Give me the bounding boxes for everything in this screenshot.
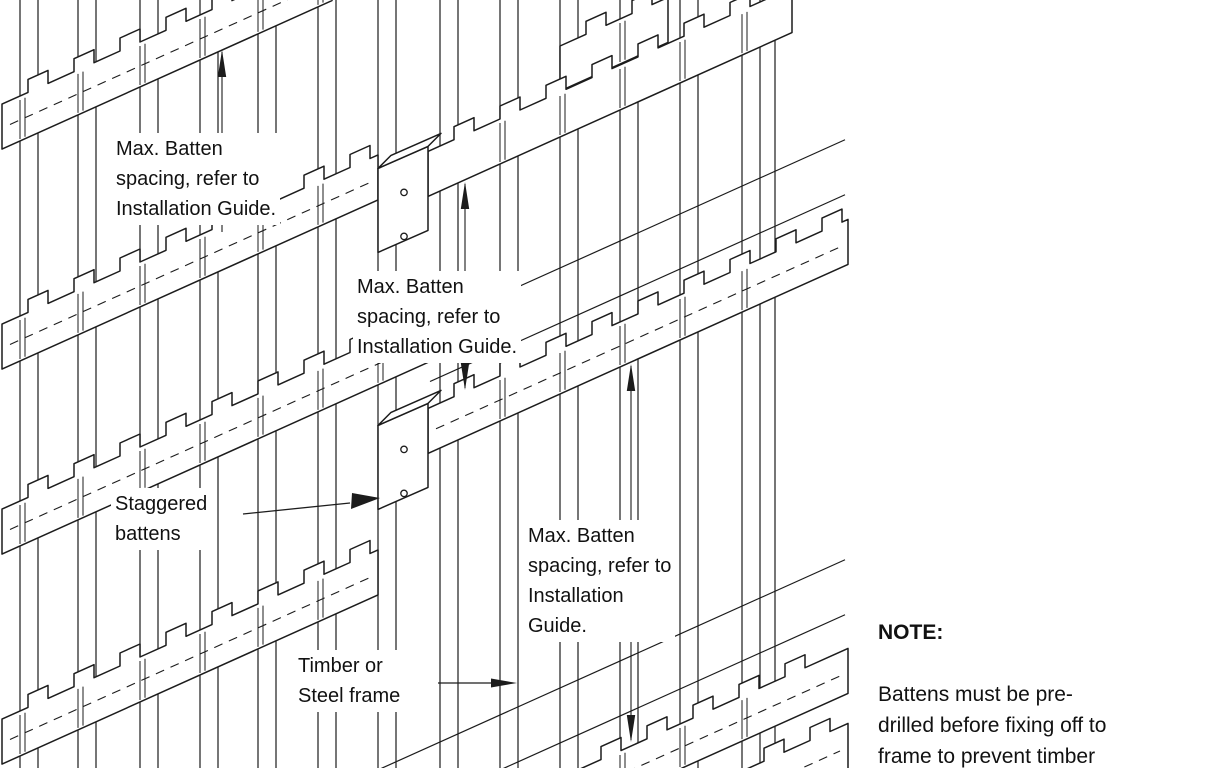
arrow-down-icon <box>626 715 636 742</box>
pre-drilled-hole <box>400 445 408 454</box>
note-heading: NOTE: <box>878 621 944 644</box>
batten-end-block-top <box>377 389 442 427</box>
batten-dashed-line <box>435 246 841 430</box>
staggered-battens-leader <box>242 502 351 515</box>
batten-end-block-top <box>377 132 442 170</box>
label-max-batten-spacing-bottom: Max. Batten spacing, refer to Installati… <box>524 520 676 642</box>
label-max-batten-spacing-top: Max. Batten spacing, refer to Installati… <box>112 133 281 225</box>
batten-dashed-line <box>9 181 371 346</box>
batten-dashed-line <box>9 576 371 741</box>
batten <box>580 647 849 768</box>
label-staggered-battens: Staggered battens <box>111 488 212 550</box>
batten <box>559 0 669 92</box>
batten <box>1 539 379 765</box>
batten <box>1 0 333 150</box>
arrow-down-icon <box>460 363 470 390</box>
note-block: NOTE: Battens must be pre- drilled befor… <box>878 586 1190 768</box>
nog-rail-line <box>502 614 846 768</box>
batten <box>747 717 849 768</box>
batten <box>427 0 793 198</box>
arrow-right-icon <box>351 493 380 509</box>
label-max-batten-spacing-middle: Max. Batten spacing, refer to Installati… <box>353 271 522 363</box>
arrow-up-icon <box>217 50 227 77</box>
arrow-right-icon <box>491 678 517 688</box>
arrow-up-icon <box>626 364 636 391</box>
batten-dashed-line <box>800 750 841 768</box>
pre-drilled-hole <box>400 188 408 197</box>
batten-frame-isometric-drawing <box>1 0 849 768</box>
label-timber-or-steel-frame: Timber or Steel frame <box>294 650 405 712</box>
note-body: Battens must be pre- drilled before fixi… <box>878 683 1107 768</box>
pre-drilled-hole <box>400 232 408 241</box>
pre-drilled-hole <box>400 489 408 498</box>
arrow-up-icon <box>460 182 470 209</box>
